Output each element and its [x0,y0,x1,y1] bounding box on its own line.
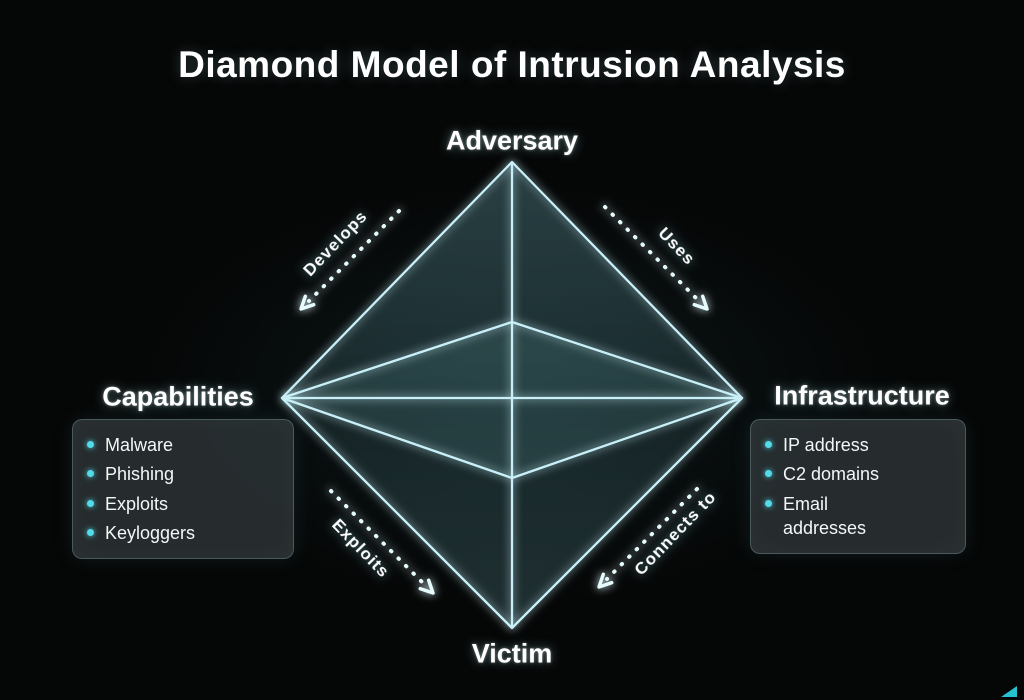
node-infrastructure: Infrastructure [774,380,950,411]
list-item-label: Email addresses [783,493,867,538]
bullet-icon [87,528,94,536]
arrow-develops-icon [299,209,401,311]
corner-accent-icon [1001,686,1017,697]
edge-label-connects-to: Connects to [630,487,720,579]
infrastructure-list: IP address C2 domains Email addresses [765,433,951,540]
list-item: Phishing [87,462,279,486]
list-item: IP address [765,433,951,457]
list-item-label: Exploits [105,493,169,514]
list-item-label: Phishing [105,464,175,485]
list-item-label: C2 domains [783,464,880,485]
bullet-icon [87,499,94,507]
list-item-label: Keyloggers [105,522,196,543]
node-adversary: Adversary [445,125,579,156]
arrow-exploits-icon [329,489,435,595]
infrastructure-box: IP address C2 domains Email addresses [750,419,966,555]
list-item: Email addresses [765,492,951,541]
list-item: Keyloggers [87,521,279,545]
bullet-icon [765,470,772,478]
list-item-label: Malware [105,435,174,455]
node-capabilities: Capabilities [102,381,254,412]
node-victim: Victim [471,638,553,669]
capabilities-box: Malware Phishing Exploits Keyloggers [72,419,294,560]
edge-label-exploits: Exploits [328,515,393,582]
edge-label-uses: Uses [654,224,699,269]
bullet-icon [765,441,772,448]
list-item: Exploits [87,492,279,516]
arrow-connects-to-icon [597,487,699,589]
edge-label-develops: Develops [299,207,371,280]
diagram-title: Diamond Model of Intrusion Analysis [178,44,846,85]
arrow-uses-icon [603,205,709,311]
capabilities-list: Malware Phishing Exploits Keyloggers [87,433,279,545]
list-item-label: IP address [783,435,869,455]
list-item: Malware [87,433,279,457]
list-item: C2 domains [765,462,951,486]
diamond-wireframe [280,160,744,630]
bullet-icon [87,470,94,478]
bullet-icon [765,499,772,507]
bullet-icon [87,441,94,448]
